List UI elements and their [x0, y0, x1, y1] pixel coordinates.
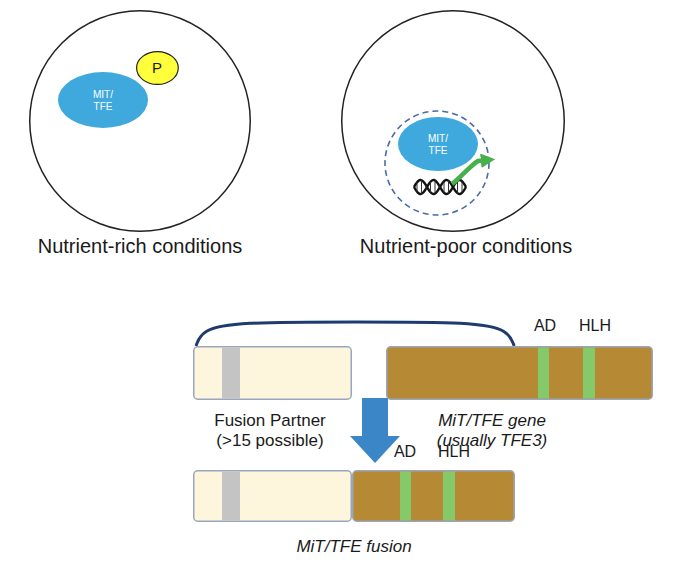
cell-caption: Nutrient-poor conditions [360, 235, 572, 258]
dna-rung [462, 181, 463, 193]
bar-segment [194, 347, 352, 400]
gene-bar: Fusion Partner (>15 possible) [193, 346, 352, 400]
protein-label: MIT/ TFE [421, 133, 455, 156]
block-arrow [350, 398, 400, 463]
bar-segment [353, 471, 515, 522]
fusion-bar-shape [193, 470, 515, 522]
bar-segment [387, 347, 653, 400]
phosphate-circle [136, 52, 178, 85]
gene-bar: ADHLHMiT/TFE gene (usually TFE3) [386, 346, 653, 400]
dna-strand [414, 180, 466, 194]
protein-ellipse [398, 117, 478, 171]
bar-segment [194, 471, 352, 522]
cell-outline-shape [29, 10, 251, 232]
dna-rung [457, 181, 458, 193]
protein-label: MIT/ TFE [86, 89, 120, 112]
fusion-arc [196, 322, 514, 346]
domain-label: HLH [579, 317, 611, 335]
domain-label: AD [534, 317, 556, 335]
dna-rung [448, 181, 449, 193]
dna-rung [435, 180, 436, 193]
gene-bar-shape [193, 346, 352, 400]
cell-outline [30, 11, 251, 232]
dna-rung [439, 186, 440, 188]
gene-bar-shape [386, 346, 653, 400]
fusion-bar: ADHLHMiT/TFE fusion [193, 470, 515, 522]
dna-rung [421, 180, 422, 194]
cell-outline: MIT/ TFENutrient-poor conditions [341, 10, 565, 232]
domain-band [538, 348, 549, 399]
fusion-label: MiT/TFE fusion [296, 537, 411, 557]
phosphate-circle: P [136, 51, 179, 85]
cell-outline: MIT/ TFEPNutrient-rich conditions [29, 10, 251, 232]
nucleus-outline [385, 111, 489, 215]
protein-ellipse: MIT/ TFE [398, 117, 478, 171]
domain-band [222, 472, 240, 521]
dna-strand [414, 180, 466, 194]
dna-helix [414, 180, 466, 194]
cell-caption: Nutrient-rich conditions [38, 235, 243, 258]
domain-band [583, 348, 595, 399]
dna-rung [426, 185, 427, 188]
dna-rung [444, 181, 445, 193]
cell-outline [342, 11, 565, 232]
domain-band [222, 348, 240, 399]
dna-rung [417, 182, 418, 191]
phospho-label: P [142, 59, 172, 76]
domain-label: AD [394, 443, 416, 461]
dna-rung [430, 182, 431, 192]
domain-label: HLH [438, 443, 470, 461]
gene-label: Fusion Partner (>15 possible) [195, 411, 345, 450]
protein-ellipse [58, 72, 148, 128]
domain-band [400, 472, 411, 521]
protein-ellipse: MIT/ TFE [58, 72, 148, 128]
domain-band [443, 472, 455, 521]
